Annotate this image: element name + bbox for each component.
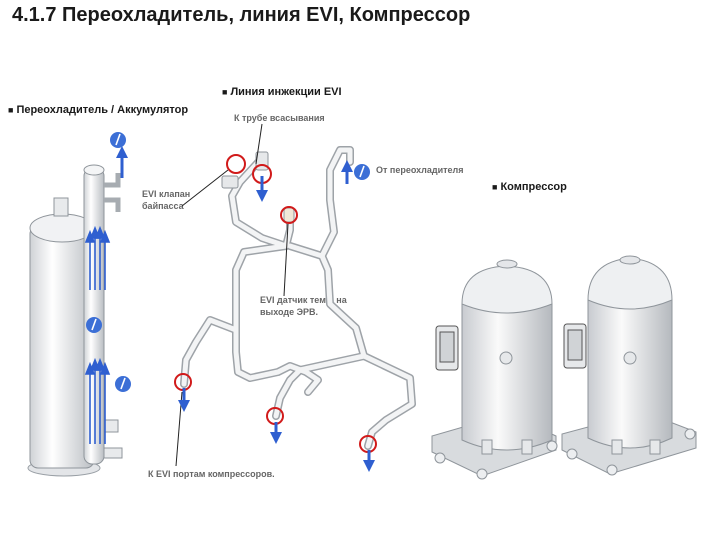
label-from-subcooler: От переохладителя xyxy=(376,165,464,175)
section-evi-line-label: Линия инжекции EVI xyxy=(230,86,342,98)
label-bypass-valve-line2: байпасса xyxy=(142,201,184,211)
label-to-suction: К трубе всасывания xyxy=(234,113,325,123)
section-subcooler: ■Переохладитель / Аккумулятор xyxy=(8,104,188,116)
blue-arrow-down-icon xyxy=(256,176,268,202)
section-marker-icon: ■ xyxy=(222,87,228,97)
section-compressor: ■Компрессор xyxy=(492,181,567,193)
section-compressor-label: Компрессор xyxy=(500,181,567,193)
temp-sensor xyxy=(283,207,295,223)
blue-arrow-down-icon xyxy=(178,388,190,412)
label-bypass-valve-line1: EVI клапан xyxy=(142,189,191,199)
label-temp-sensor: EVI датчик темп. на выходе ЭРВ. xyxy=(260,294,347,318)
evi-piping xyxy=(180,146,416,450)
page-title: 4.1.7 Переохладитель, линия EVI, Компрес… xyxy=(12,4,471,26)
info-icon[interactable] xyxy=(354,164,370,180)
label-to-ports: К EVI портам компрессоров. xyxy=(148,469,275,479)
label-temp-sensor-line2: выходе ЭРВ. xyxy=(260,307,319,317)
compressor-right xyxy=(561,255,697,476)
info-icon[interactable] xyxy=(110,132,126,148)
label-temp-sensor-line1: EVI датчик темп. на xyxy=(260,295,347,305)
section-evi-line: ■Линия инжекции EVI xyxy=(222,86,342,98)
compressor-left xyxy=(431,259,558,480)
info-icon[interactable] xyxy=(115,376,131,392)
subcooler-flow-arrows xyxy=(84,225,111,444)
red-circle-icon xyxy=(174,154,377,453)
info-icon[interactable] xyxy=(86,317,102,333)
subcooler-outlet-arrow xyxy=(116,146,128,178)
section-marker-icon: ■ xyxy=(492,182,498,192)
subcooler-tank xyxy=(27,164,123,477)
blue-arrow-up-icon xyxy=(341,160,353,184)
blue-arrow-down-icon xyxy=(363,450,375,472)
blue-arrow-down-icon xyxy=(270,422,282,444)
section-subcooler-label: Переохладитель / Аккумулятор xyxy=(16,104,189,116)
section-marker-icon: ■ xyxy=(8,105,14,115)
label-bypass-valve: EVI клапан байпасса xyxy=(142,188,190,212)
